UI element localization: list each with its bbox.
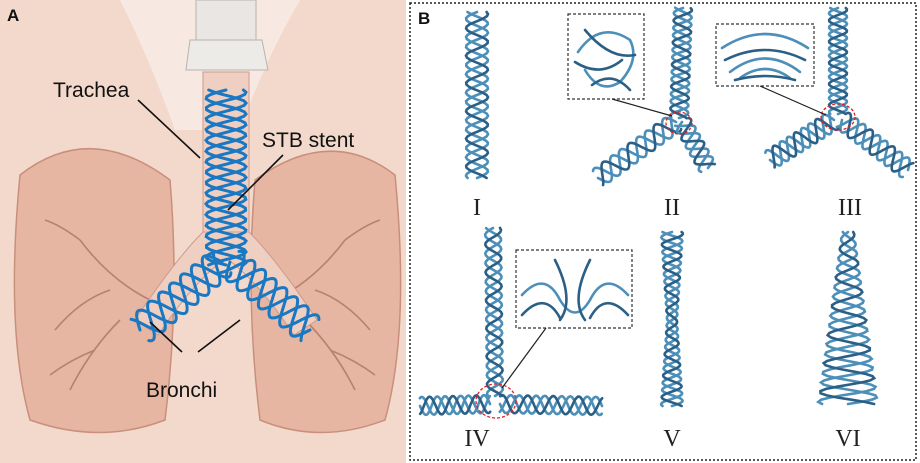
variant-iv-left-branch-helix — [418, 394, 492, 416]
variant-label-ii: II — [664, 195, 680, 221]
stent-leader-line — [227, 154, 284, 211]
highlight-iv — [475, 383, 517, 419]
highlight-iii — [820, 103, 856, 131]
variant-iii-left-branch-helix — [764, 111, 833, 163]
trachea-label: Trachea — [53, 79, 130, 102]
variant-iv-left-branch-helix — [418, 393, 492, 417]
larynx — [195, 0, 257, 41]
variant-v-upper-helix — [661, 230, 684, 322]
highlight-ii — [665, 111, 693, 135]
bronchi-tube — [134, 231, 318, 336]
variant-iv-trunk-helix — [483, 226, 504, 398]
variant-ii-left-branch-helix — [596, 116, 678, 184]
inset-ii — [567, 13, 673, 117]
stent-label: STB stent — [262, 129, 354, 152]
variant-label-iv: IV — [464, 426, 490, 452]
variant-i-helix — [464, 10, 490, 180]
variant-iii-right-branch-helix — [846, 111, 915, 173]
panel-b-letter: B — [418, 9, 430, 28]
right-lung — [250, 150, 402, 434]
bronchi-leader-right — [197, 319, 241, 353]
variant-iii-right-branch-helix — [835, 117, 905, 179]
variant-v-lower-helix — [660, 318, 685, 408]
variant-v-upper-helix — [660, 230, 685, 322]
panel-b: B I II III IV V VI — [409, 2, 917, 461]
thyroid-cartilage — [185, 39, 269, 71]
variant-vi-helix — [818, 230, 879, 406]
variant-v-lower-helix — [660, 318, 683, 408]
stent-left-bronchus-helix — [129, 263, 233, 334]
variant-vi-helix — [815, 230, 878, 406]
bronchial-tree — [44, 219, 381, 391]
variant-ii-left-branch-helix — [600, 122, 683, 187]
variant-i-helix — [464, 10, 490, 180]
trachea-leader-line — [137, 99, 201, 159]
variant-vi-helix — [819, 230, 877, 406]
variant-iv-left-branch-helix — [418, 394, 492, 416]
variant-label-iii: III — [838, 195, 862, 221]
panel-a: A Trachea STB stent Bronchi — [0, 0, 406, 463]
variant-v-upper-helix — [659, 230, 684, 322]
variant-label-i: I — [473, 195, 481, 221]
variant-iv-right-branch-helix — [498, 393, 604, 417]
variant-iv-trunk-helix — [483, 226, 505, 398]
stent-trachea-helix — [204, 88, 248, 267]
variant-ii-trunk-helix — [669, 7, 694, 120]
variant-ii-right-branch-helix — [680, 116, 717, 166]
variant-iv-right-branch-helix — [498, 393, 604, 417]
variant-iii-trunk-helix — [827, 6, 849, 116]
variant-iv-trunk-helix — [483, 226, 505, 398]
bronchi-leader-left — [149, 321, 183, 353]
variant-v-lower-helix — [659, 318, 684, 408]
inset-iii — [715, 23, 827, 116]
variant-ii-right-branch-helix — [675, 120, 715, 170]
variant-iii-left-branch-helix — [771, 117, 840, 169]
variant-iii-trunk-helix — [827, 6, 849, 116]
variant-iv-right-branch-helix — [498, 394, 604, 416]
stent-right-bronchus-helix — [235, 249, 310, 343]
variant-iii-trunk-helix — [827, 6, 849, 116]
variant-label-v: V — [663, 426, 681, 452]
left-lung — [13, 148, 175, 434]
panel-a-letter: A — [7, 6, 19, 25]
variant-iii-right-branch-helix — [839, 118, 911, 172]
variant-label-vi: VI — [835, 426, 860, 452]
variant-ii-trunk-helix — [669, 6, 693, 120]
variant-iii-left-branch-helix — [768, 113, 836, 167]
variant-ii-right-branch-helix — [673, 124, 710, 174]
inset-iv — [501, 249, 633, 389]
stb-stent — [129, 88, 321, 343]
variant-ii-left-branch-helix — [591, 113, 674, 178]
bronchi-label: Bronchi — [146, 379, 217, 402]
stent-variants — [418, 6, 915, 417]
variant-ii-trunk-helix — [668, 6, 693, 119]
variant-i-helix — [464, 10, 490, 180]
